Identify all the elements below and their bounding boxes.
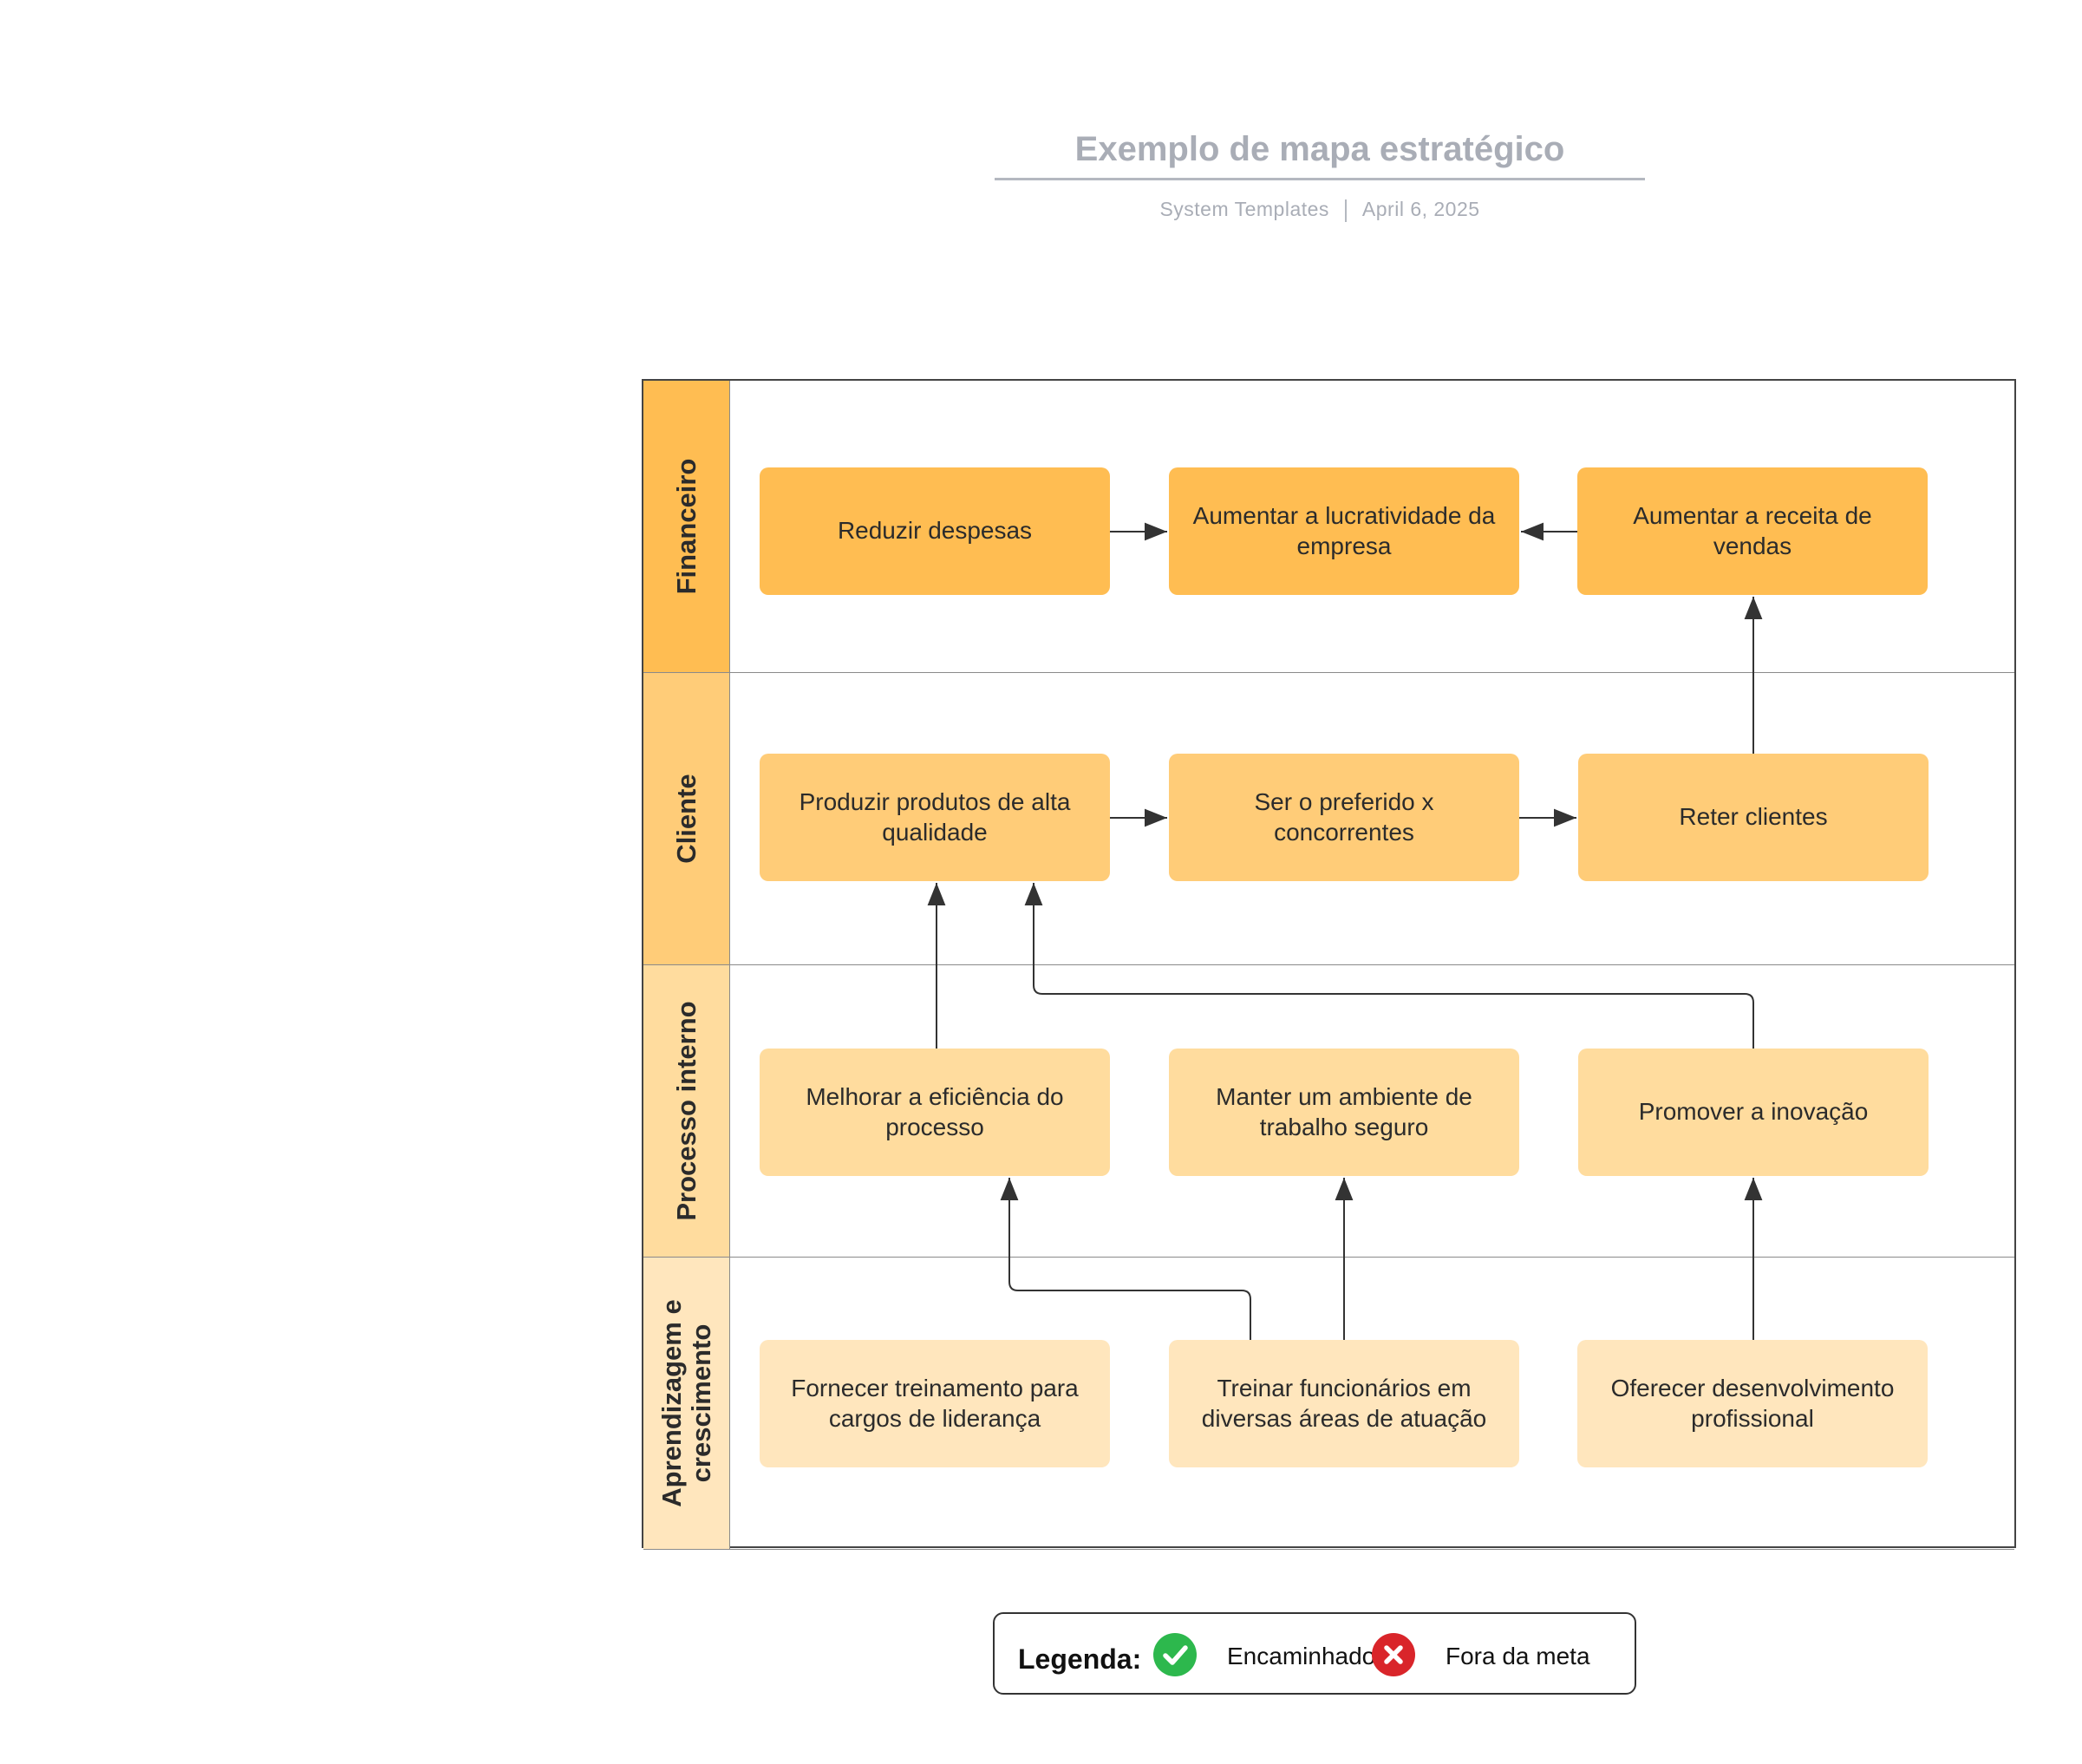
lane-title: Financeiro: [670, 458, 702, 595]
box-ser-preferido[interactable]: Ser o preferido x concorrentes: [1169, 754, 1519, 881]
page-subtitle: System Templates April 6, 2025: [995, 198, 1645, 222]
box-treinar-funcionarios[interactable]: Treinar funcionários em diversas áreas d…: [1169, 1340, 1519, 1467]
lane-title: Processo interno: [670, 1001, 702, 1221]
lane-cliente: Cliente: [643, 673, 2014, 965]
box-ambiente-seguro[interactable]: Manter um ambiente de trabalho seguro: [1169, 1049, 1519, 1176]
lane-financeiro: Financeiro: [643, 381, 2014, 673]
legend: Legenda: Encaminhado Fora da meta: [993, 1612, 1636, 1695]
box-promover-inovacao[interactable]: Promover a inovação: [1578, 1049, 1929, 1176]
box-aumentar-lucratividade[interactable]: Aumentar a lucratividade da empresa: [1169, 467, 1519, 595]
box-reter-clientes[interactable]: Reter clientes: [1578, 754, 1929, 881]
lane-title: Cliente: [670, 774, 702, 864]
lane-title: Aprendizagem e crescimento: [656, 1299, 716, 1507]
strategy-map: Financeiro Cliente Processo interno Apre…: [642, 379, 2016, 1550]
lane-label-financeiro: Financeiro: [643, 381, 730, 672]
lane-label-aprendizagem: Aprendizagem e crescimento: [643, 1258, 730, 1549]
page-title: Exemplo de mapa estratégico: [995, 130, 1645, 180]
box-produzir-produtos[interactable]: Produzir produtos de alta qualidade: [760, 754, 1110, 881]
box-melhorar-eficiencia[interactable]: Melhorar a eficiência do processo: [760, 1049, 1110, 1176]
x-icon: [1372, 1633, 1415, 1676]
lane-label-processo: Processo interno: [643, 965, 730, 1257]
box-aumentar-receita[interactable]: Aumentar a receita de vendas: [1577, 467, 1928, 595]
legend-off-track: Fora da meta: [1446, 1643, 1590, 1669]
box-reduzir-despesas[interactable]: Reduzir despesas: [760, 467, 1110, 595]
date-label: April 6, 2025: [1361, 198, 1480, 220]
lane-label-cliente: Cliente: [643, 673, 730, 964]
lane-aprendizagem: Aprendizagem e crescimento: [643, 1258, 2014, 1550]
box-fornecer-treinamento[interactable]: Fornecer treinamento para cargos de lide…: [760, 1340, 1110, 1467]
check-icon: [1153, 1633, 1197, 1676]
legend-on-track: Encaminhado: [1227, 1643, 1376, 1669]
box-oferecer-desenvolvimento[interactable]: Oferecer desenvolvimento profissional: [1577, 1340, 1928, 1467]
legend-label: Legenda:: [1018, 1643, 1142, 1675]
separator: [1344, 199, 1347, 222]
source-label: System Templates: [1159, 198, 1329, 220]
lane-processo: Processo interno: [643, 965, 2014, 1258]
